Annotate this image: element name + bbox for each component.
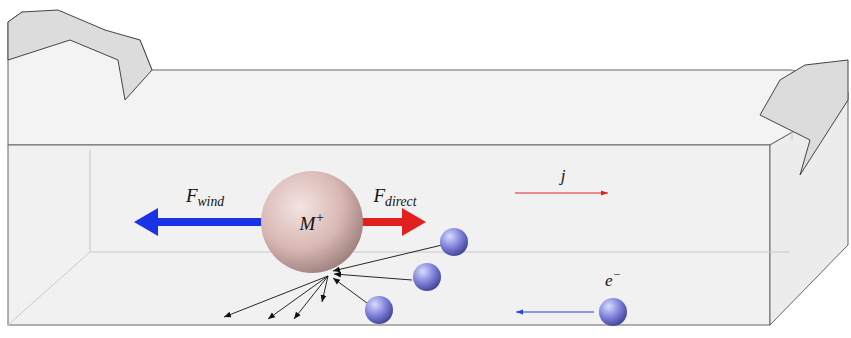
force-label: Fwind [186, 185, 224, 210]
electron: e− [594, 274, 632, 328]
electron-label: e− [605, 268, 621, 291]
metal-ion: M+ [260, 170, 364, 274]
current-density-label: j [561, 166, 566, 186]
ion-label: M+ [299, 210, 324, 235]
electron-circle [594, 274, 632, 328]
force-label: Fdirect [374, 185, 417, 210]
